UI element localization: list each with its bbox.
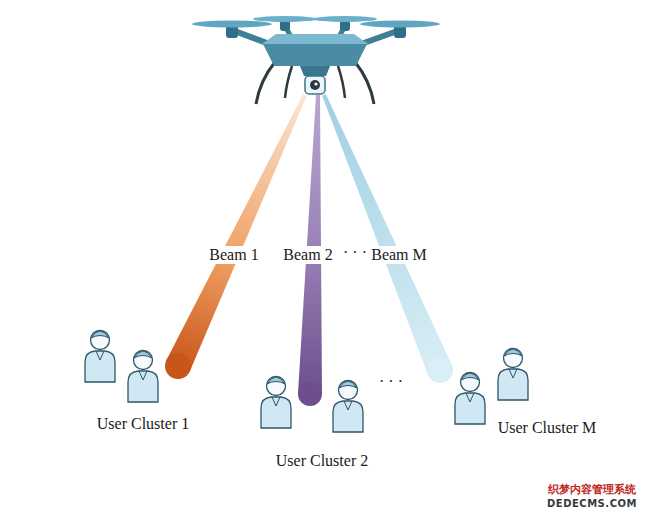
user-icon — [455, 373, 485, 425]
uav — [192, 16, 440, 104]
cluster-label: User Cluster 2 — [274, 452, 370, 470]
user-icon — [333, 381, 363, 433]
user-cluster: User Cluster M — [409, 336, 633, 452]
beam-label: Beam 1 — [207, 246, 260, 264]
beam — [322, 94, 452, 375]
beam-spot — [427, 357, 453, 383]
beam — [166, 94, 307, 371]
users — [85, 331, 528, 433]
watermark: 织梦内容管理系统 — [546, 483, 638, 496]
coverage-area — [18, 270, 653, 506]
beams — [165, 94, 453, 406]
beam-spot — [165, 353, 191, 379]
user-icon — [128, 351, 158, 403]
beam-label: Beam M — [369, 246, 429, 264]
ellipsis: · · · — [341, 244, 369, 262]
beam-spot — [298, 382, 322, 406]
cluster-shape — [49, 321, 221, 431]
user-cluster: User Cluster 1 — [49, 321, 221, 431]
beam-label: Beam 2 — [281, 246, 334, 264]
user-icon — [498, 349, 528, 401]
beam — [298, 95, 322, 394]
user-icon — [261, 377, 291, 429]
user-icon — [85, 331, 115, 383]
cluster-label: User Cluster M — [496, 419, 599, 437]
cluster-label: User Cluster 1 — [95, 415, 191, 433]
ellipsis: · · · — [377, 373, 405, 391]
watermark: DEDECMS.COM — [545, 498, 639, 510]
